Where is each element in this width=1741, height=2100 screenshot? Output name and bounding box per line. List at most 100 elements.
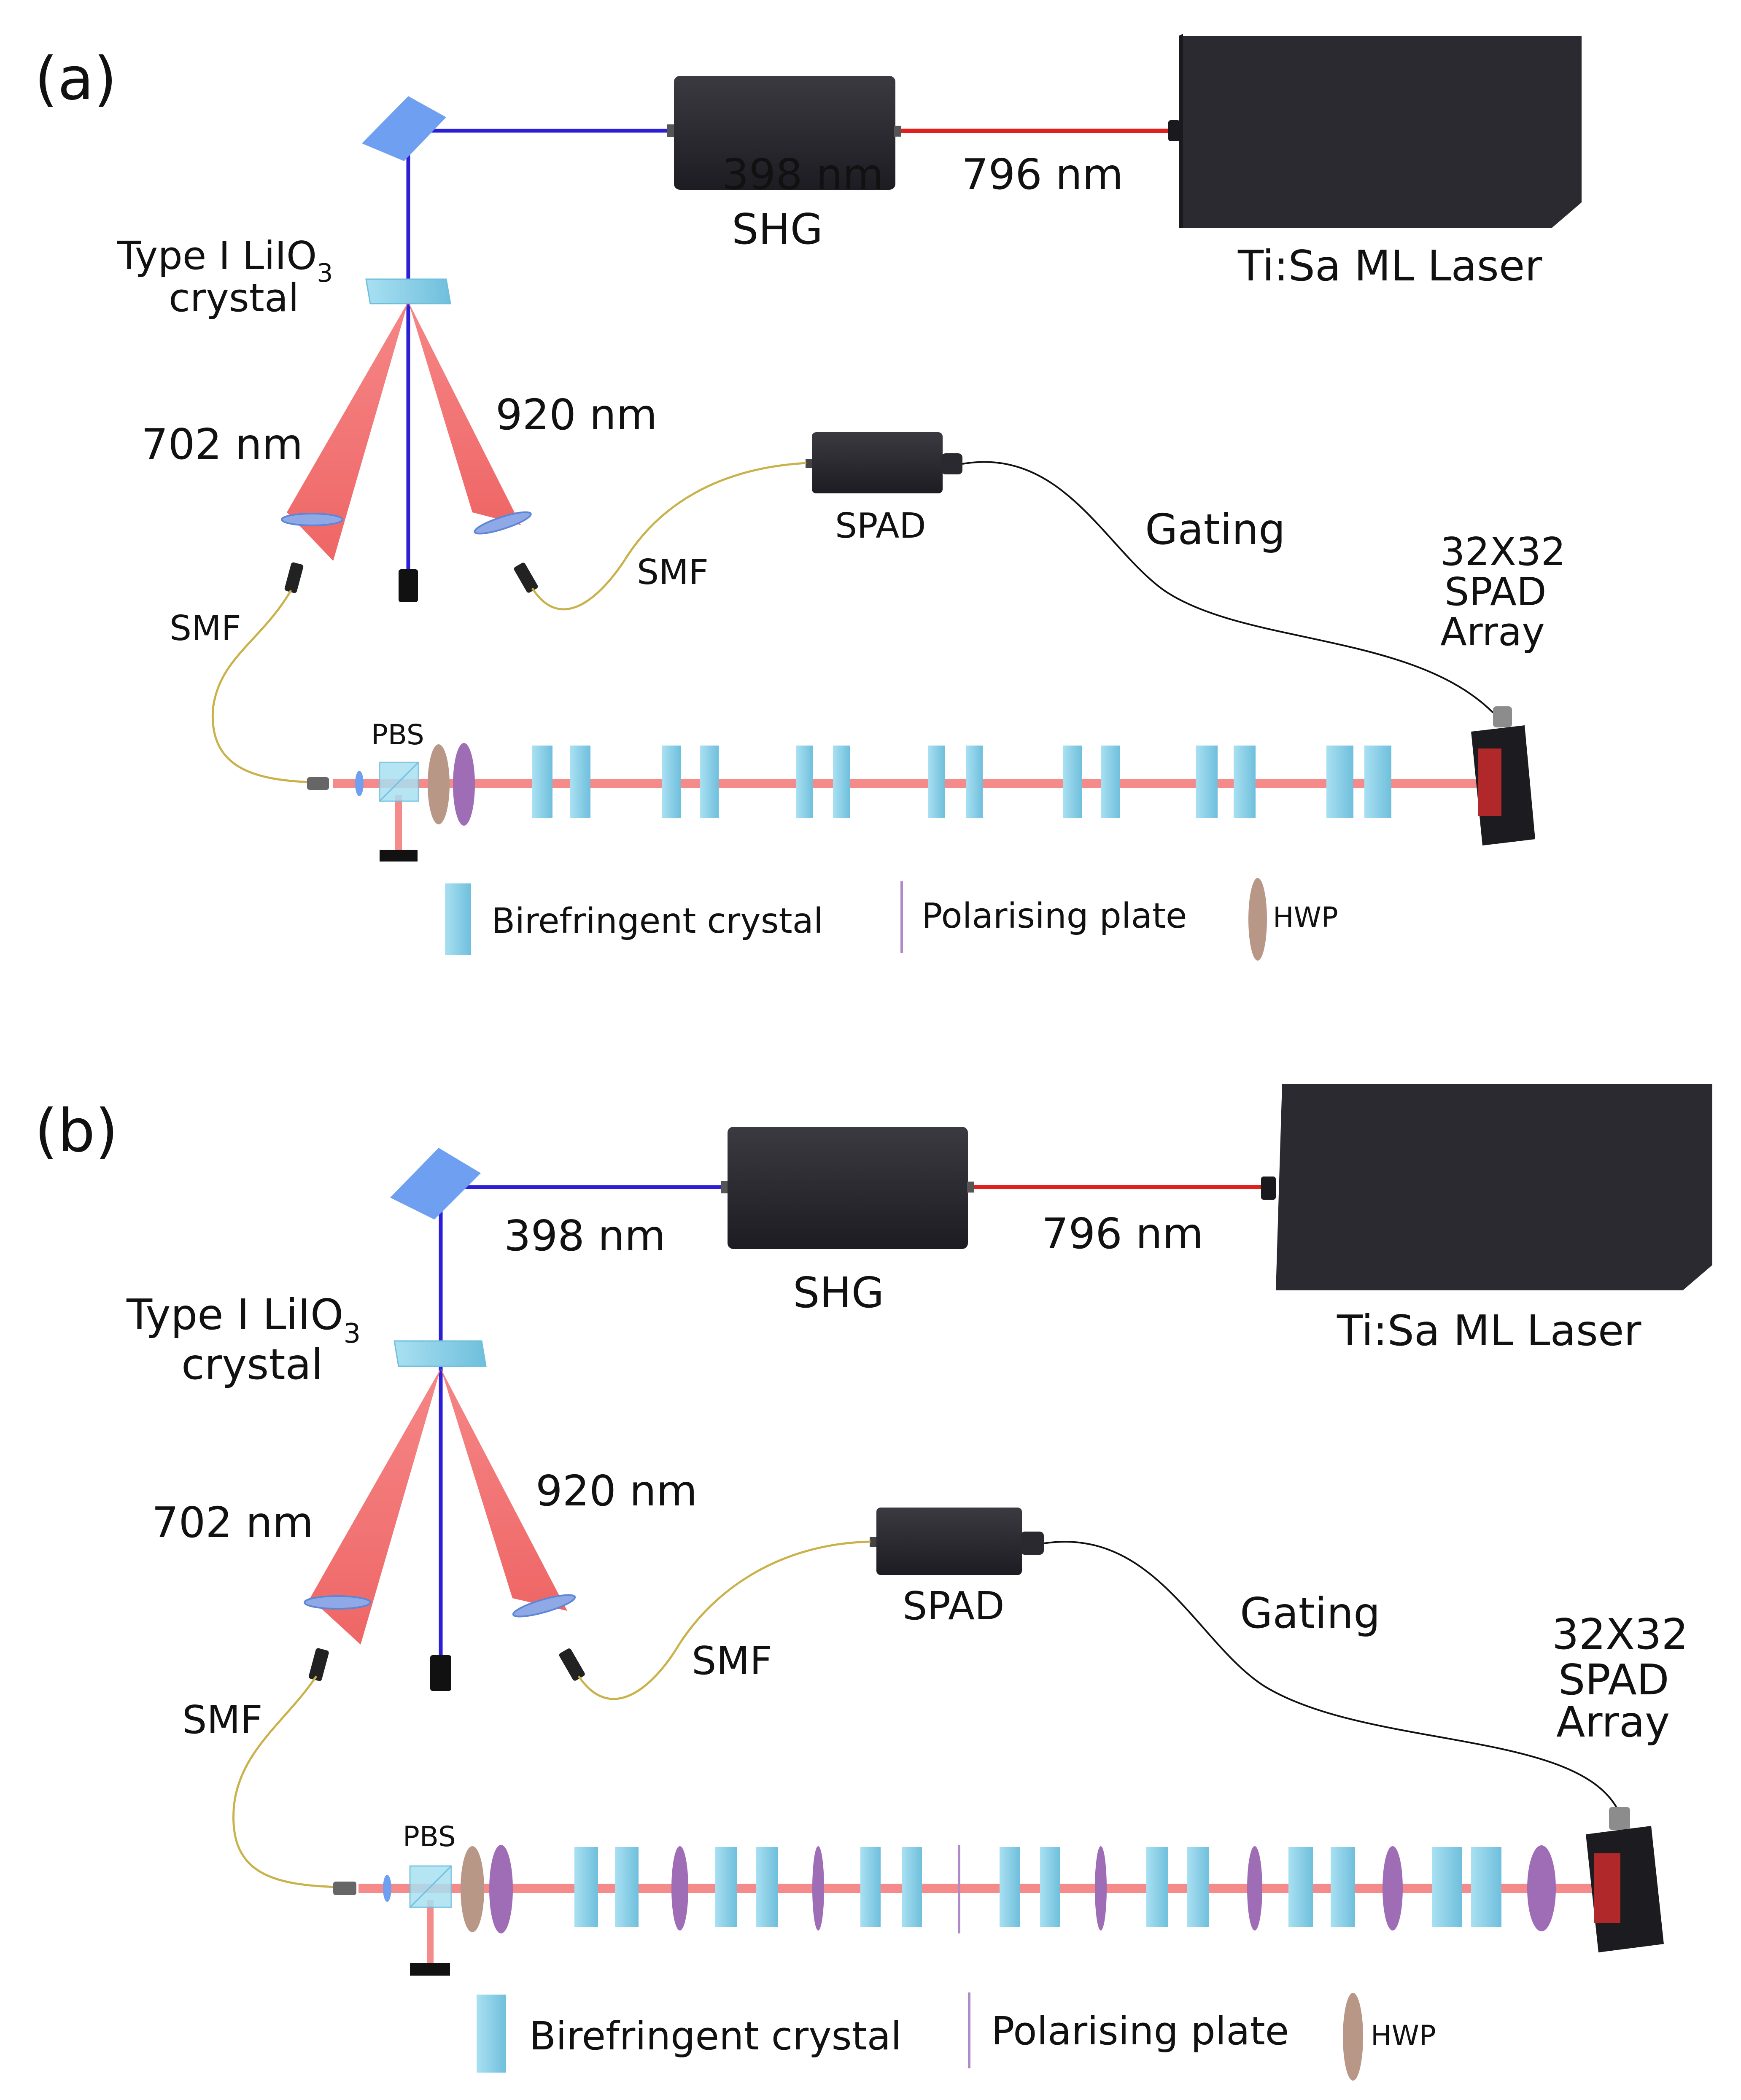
polariser — [812, 1846, 824, 1930]
label-gating: Gating — [1240, 1588, 1380, 1638]
legend-polariser-label: Polarising plate — [922, 896, 1187, 936]
crystal-pair — [1063, 746, 1120, 818]
label-spad: SPAD — [903, 1583, 1005, 1629]
lens-702 — [304, 1595, 371, 1610]
polariser-initial — [453, 743, 475, 826]
label-array-line3: Array — [1556, 1697, 1670, 1747]
label-702: 702 nm — [141, 420, 303, 469]
label-crystal-line2: crystal — [181, 1340, 323, 1389]
label-796: 796 nm — [962, 150, 1123, 199]
cone-920 — [408, 302, 521, 525]
camera-connector — [1493, 706, 1512, 727]
spad-unit — [806, 432, 962, 493]
spad-input-port — [806, 459, 813, 468]
label-array-line2: SPAD — [1558, 1655, 1669, 1704]
hwp-initial — [461, 1846, 484, 1932]
lilo3-crystal — [393, 1340, 487, 1367]
crystal-pair — [715, 1847, 778, 1927]
legend-hwp-icon — [1248, 878, 1267, 961]
crystal-pair — [1196, 746, 1256, 818]
legend-crystal-label: Birefringent crystal — [491, 901, 823, 941]
pbs-diagonal — [409, 1865, 452, 1908]
coupler-920 — [559, 1648, 585, 1681]
shg-output-port — [967, 1182, 974, 1193]
beam-dump — [399, 569, 418, 602]
laser-unit — [1168, 34, 1582, 228]
legend-hwp-label: HWP — [1371, 2019, 1436, 2052]
crystal-pair — [1146, 1847, 1209, 1927]
fiber-702-to-pbs — [211, 590, 313, 783]
crystal-pair — [574, 1847, 639, 1927]
label-920: 920 nm — [536, 1466, 697, 1516]
legend-a: Birefringent crystal Polarising plate HW… — [445, 878, 1338, 961]
polariser — [1527, 1845, 1556, 1931]
label-smf-right: SMF — [692, 1638, 772, 1683]
cone-920 — [441, 1368, 567, 1611]
laser-box — [1276, 1084, 1712, 1290]
lilo3-crystal — [365, 278, 451, 304]
label-gating: Gating — [1145, 505, 1286, 554]
label-smf-left: SMF — [170, 608, 241, 649]
camera-sensor — [1594, 1853, 1620, 1923]
mirror — [390, 1148, 481, 1220]
shg-box — [674, 76, 895, 190]
spad-input-port — [870, 1537, 877, 1547]
spad-array-camera — [1586, 1807, 1664, 1952]
polariser — [1247, 1846, 1262, 1930]
fiber-702-to-pbs — [232, 1675, 338, 1888]
label-pbs: PBS — [403, 1820, 456, 1853]
crystal-pair — [532, 746, 590, 818]
spad-array-camera — [1471, 706, 1535, 845]
label-702: 702 nm — [152, 1498, 313, 1547]
camera-sensor — [1478, 748, 1501, 816]
legend-hwp-label: HWP — [1273, 901, 1338, 934]
laser-unit — [1261, 1084, 1712, 1290]
crystal-pair — [860, 1847, 922, 1927]
label-crystal-line1: Type I LiIO3 — [126, 1290, 361, 1349]
spad-output-port — [941, 453, 962, 474]
panel-b: (b) 398 nm SHG 796 nm Ti:Sa ML Laser Typ… — [35, 1084, 1712, 2081]
label-laser: Ti:Sa ML Laser — [1237, 241, 1542, 291]
fiber-920-to-spad — [531, 462, 807, 611]
crystal-pair — [1432, 1847, 1501, 1927]
label-398: 398 nm — [504, 1211, 666, 1260]
label-spad: SPAD — [835, 506, 926, 546]
label-laser: Ti:Sa ML Laser — [1337, 1306, 1641, 1355]
label-smf-left: SMF — [182, 1697, 263, 1742]
lens-920 — [512, 1594, 576, 1618]
label-crystal-line2: crystal — [169, 275, 299, 320]
coupler-920 — [514, 563, 538, 593]
fiber-output-collimator — [307, 777, 329, 790]
laser-output-port — [1168, 120, 1180, 141]
polariser — [1095, 1846, 1107, 1930]
coupler-702 — [309, 1648, 329, 1681]
panel-a-tag: (a) — [35, 45, 117, 113]
legend-crystal-icon — [477, 1995, 506, 2073]
spad-output-port — [1021, 1532, 1044, 1555]
label-398: 398 nm — [722, 150, 884, 199]
collimating-lens — [355, 771, 364, 796]
label-array-line2: SPAD — [1445, 569, 1547, 614]
legend-crystal-label: Birefringent crystal — [529, 2014, 902, 2059]
laser-output-port — [1261, 1177, 1276, 1200]
legend-hwp-icon — [1343, 1993, 1363, 2081]
hwp-initial — [428, 744, 450, 824]
spad-box — [876, 1508, 1022, 1575]
fiber-920-to-spad — [577, 1540, 871, 1700]
laser-box-edge — [1179, 34, 1183, 228]
legend-crystal-icon — [445, 883, 471, 955]
crystal-train — [532, 746, 1391, 818]
panel-b-tag: (b) — [35, 1097, 118, 1166]
label-796: 796 nm — [1042, 1209, 1203, 1258]
crystal-pair — [928, 746, 983, 818]
fiber-output-collimator — [333, 1882, 356, 1895]
laser-box — [1179, 36, 1582, 228]
polariser-initial — [489, 1845, 513, 1933]
crystal-pair — [662, 746, 719, 818]
spad-unit — [870, 1508, 1044, 1575]
shg-unit — [667, 76, 901, 190]
crystal-pair — [796, 746, 850, 818]
polariser — [671, 1846, 688, 1930]
lens-702 — [281, 513, 343, 526]
